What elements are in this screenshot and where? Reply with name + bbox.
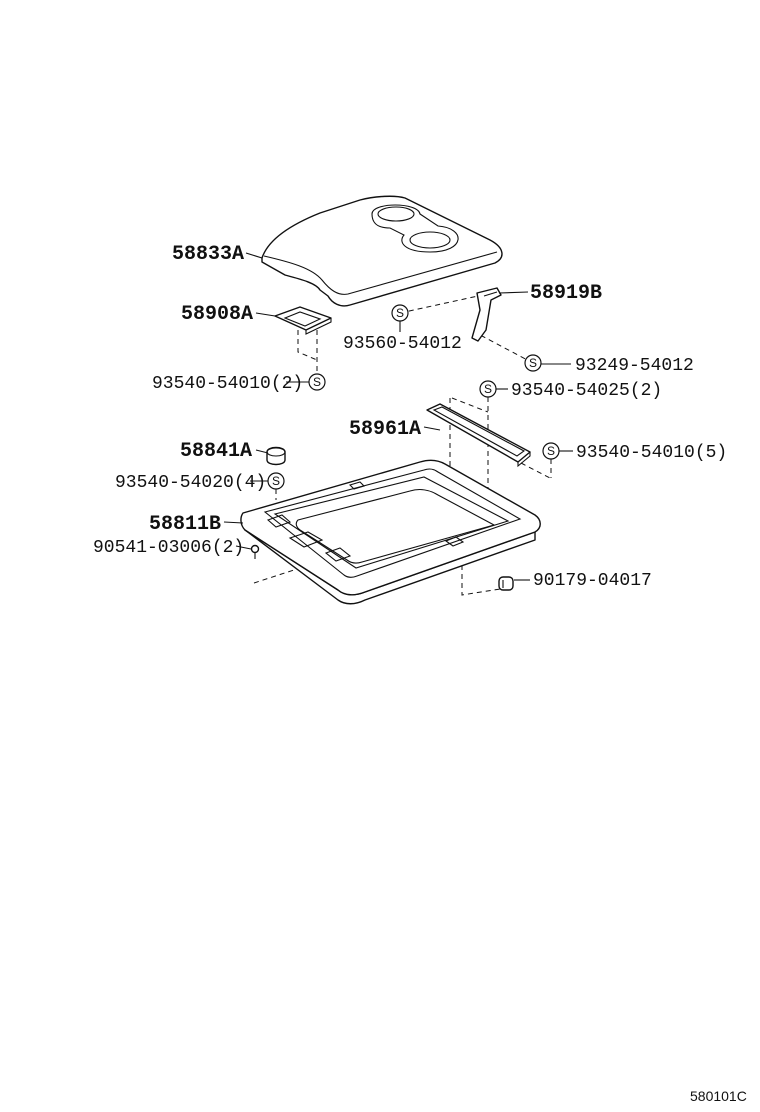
label-rail: 58961A [349, 418, 421, 441]
right-bracket-part [471, 287, 502, 342]
label-top-cover: 58833A [172, 243, 244, 266]
label-tray: 58811B [149, 513, 221, 536]
standard-part-symbol: S [524, 354, 542, 372]
cup-holder-rear [409, 231, 451, 249]
leader-lines [223, 252, 573, 581]
label-screw-93540-54020: 93540-54020(4) [115, 473, 266, 493]
svg-text:S: S [396, 306, 404, 320]
illustration-code: 580101C [690, 1088, 747, 1104]
standard-part-symbol: S [542, 442, 560, 460]
label-screw-93249: 93249-54012 [575, 356, 694, 376]
label-left-bracket: 58908A [181, 303, 253, 326]
label-screw-90541: 90541-03006(2) [93, 538, 244, 558]
label-screw-93540-54010-2: 93540-54010(2) [152, 374, 303, 394]
label-screw-93540-54025: 93540-54025(2) [511, 381, 662, 401]
standard-part-symbol: S [308, 373, 326, 391]
standard-part-symbol: S [391, 304, 409, 322]
label-cap: 58841A [180, 440, 252, 463]
svg-text:S: S [272, 474, 280, 488]
clip-part [498, 576, 514, 591]
top-cover-part [261, 195, 503, 307]
cap-part [266, 446, 286, 466]
tray-part [240, 459, 541, 605]
label-screw-93560: 93560-54012 [343, 334, 462, 354]
svg-text:S: S [529, 356, 537, 370]
rail-part [426, 403, 531, 468]
label-right-bracket: 58919B [530, 282, 602, 305]
left-bracket-part [274, 306, 332, 335]
screw-part [250, 544, 260, 559]
svg-text:S: S [547, 444, 555, 458]
label-screw-93540-54010-5: 93540-54010(5) [576, 443, 727, 463]
standard-part-symbol: S [267, 472, 285, 490]
standard-part-symbol: S [479, 380, 497, 398]
svg-text:S: S [313, 375, 321, 389]
cup-holder-front [377, 206, 415, 222]
svg-text:S: S [484, 382, 492, 396]
label-clip-90179: 90179-04017 [533, 571, 652, 591]
